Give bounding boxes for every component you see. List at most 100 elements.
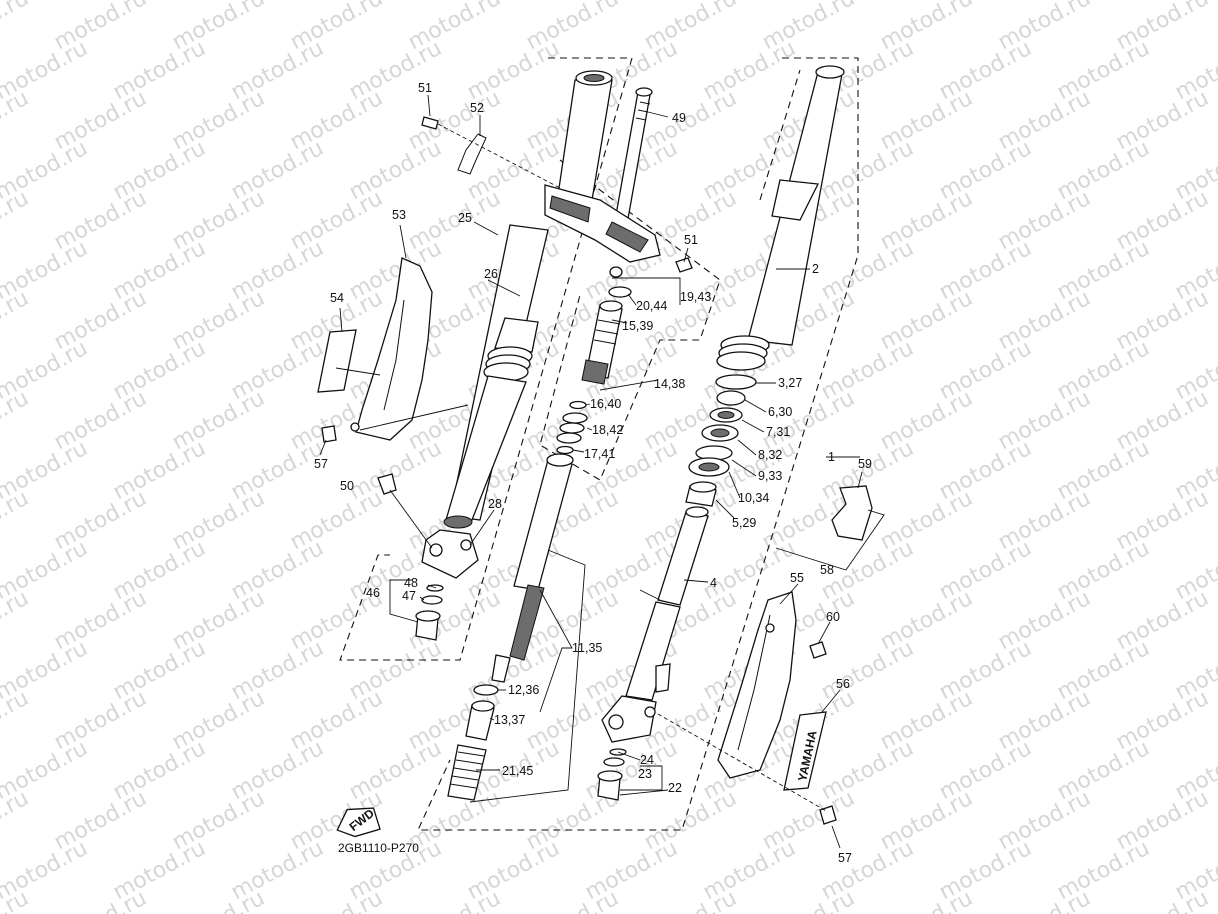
- callout-c20: 20,44: [636, 299, 667, 313]
- callout-c10: 10,34: [738, 491, 769, 505]
- rod-end: [491, 654, 511, 683]
- washer-23: [603, 757, 625, 767]
- guard-bracket-59: [831, 485, 873, 541]
- group-outline-25: [339, 57, 633, 661]
- washer-47: [421, 595, 443, 605]
- callout-c46: 46: [366, 586, 380, 600]
- ring-3-27: [715, 374, 757, 390]
- callout-c19: 19,43: [680, 290, 711, 304]
- tube-top-bore: [583, 74, 605, 82]
- decal-56: [783, 711, 827, 791]
- callout-c58: 58: [820, 563, 834, 577]
- callout-c11: 11,35: [572, 641, 602, 655]
- washer-17-41: [556, 445, 574, 455]
- watermark-text: motod.ru: [0, 486, 33, 555]
- fork-guard-53: [355, 257, 433, 441]
- dust-seal-band: [494, 317, 539, 353]
- fork-guard-55: [717, 591, 797, 779]
- callout-c24: 24: [640, 753, 654, 767]
- bushing-6-30: [716, 390, 746, 406]
- callout-c6: 6,30: [768, 405, 792, 419]
- nut-60: [809, 641, 827, 659]
- bolt-57-left: [321, 425, 337, 443]
- cable-guide-52: [457, 133, 487, 175]
- callout-c59: 59: [858, 457, 872, 471]
- decal-54: [317, 329, 357, 393]
- washer-16-40: [569, 400, 587, 410]
- watermark-text: motod.ru: [1112, 886, 1213, 914]
- fwd-arrow-icon: FWD: [336, 806, 381, 838]
- bolt-50: [377, 473, 397, 495]
- callout-c55: 55: [790, 571, 804, 585]
- bolt-51-upper: [421, 116, 439, 130]
- callout-c47: 47: [402, 589, 416, 603]
- callout-c1: 1: [828, 450, 835, 464]
- callout-c51b: 51: [684, 233, 698, 247]
- right-fork-assembly: [417, 57, 873, 831]
- watermark-text: motod.ru: [0, 186, 33, 255]
- watermark-text: motod.ru: [404, 886, 505, 914]
- callout-c52: 52: [470, 101, 484, 115]
- leader-lines: [319, 94, 885, 849]
- callout-c28: 28: [488, 497, 502, 511]
- callout-c4: 4: [710, 576, 717, 590]
- watermark-text: motod.ru: [0, 786, 33, 855]
- group-outline-14-38: [539, 159, 721, 481]
- callout-layer: 1 2 3,27 4 5,29 6,30 7,31 8,32 9,33 10,34 11,35 12,…: [314, 81, 872, 865]
- callout-c14: 14,38: [654, 377, 685, 391]
- axle-bracket-right: [601, 695, 657, 743]
- watermark-text: motod.ru: [522, 886, 623, 914]
- callout-c53: 53: [392, 208, 406, 222]
- callout-c9: 9,33: [758, 469, 782, 483]
- watermark-text: motod.ru: [640, 886, 741, 914]
- callout-c18: 18,42: [592, 423, 623, 437]
- callout-c5: 5,29: [732, 516, 756, 530]
- watermark-text: motod.ru: [0, 386, 33, 455]
- callout-c7: 7,31: [766, 425, 790, 439]
- o-ring-20-44: [608, 286, 632, 298]
- bolt-57-right: [819, 805, 837, 825]
- callout-c51a: 51: [418, 81, 432, 95]
- watermark-text: motod.ru: [286, 886, 387, 914]
- spring-21-45: [447, 744, 487, 801]
- callout-c57b: 57: [838, 851, 852, 865]
- callout-c22: 22: [668, 781, 682, 795]
- callout-c50: 50: [340, 479, 354, 493]
- watermark-text: motod.ru: [0, 586, 33, 655]
- callout-c54: 54: [330, 291, 344, 305]
- o-ring-18-42-c: [556, 432, 582, 444]
- watermark-text: motod.ru: [0, 86, 33, 155]
- callout-c2: 2: [812, 262, 819, 276]
- bolt-51-right: [675, 257, 693, 273]
- callout-c49: 49: [672, 111, 686, 125]
- group-outline-1: [417, 57, 859, 831]
- callout-c8: 8,32: [758, 448, 782, 462]
- watermark-text: motod.ru: [994, 886, 1095, 914]
- callout-c12: 12,36: [508, 683, 539, 697]
- callout-c25: 25: [458, 211, 472, 225]
- callout-c56: 56: [836, 677, 850, 691]
- left-fork-assembly: [317, 57, 721, 803]
- watermark-text: motod.ru: [0, 286, 33, 355]
- o-ring-18-42-b: [559, 422, 585, 434]
- o-ring-12-36: [473, 684, 499, 696]
- o-ring-18-42-a: [562, 412, 588, 424]
- callout-c48: 48: [404, 576, 418, 590]
- callout-c15: 15,39: [622, 319, 653, 333]
- callout-c21: 21,45: [502, 764, 533, 778]
- callout-c13: 13,37: [494, 713, 525, 727]
- callout-c16: 16,40: [590, 397, 621, 411]
- callout-c17: 17,41: [584, 447, 615, 461]
- watermark-text: motod.ru: [876, 886, 977, 914]
- watermark-text: motod.ru: [0, 0, 33, 55]
- watermark-text: motod.ru: [168, 886, 269, 914]
- callout-c23: 23: [638, 767, 652, 781]
- callout-c3: 3,27: [778, 376, 802, 390]
- watermark-text: motod.ru: [0, 686, 33, 755]
- steering-stem-top: [635, 87, 653, 97]
- callout-c57a: 57: [314, 457, 328, 471]
- diagram-code: 2GB1110-P270: [338, 841, 419, 855]
- callout-c60: 60: [826, 610, 840, 624]
- callout-c26: 26: [484, 267, 498, 281]
